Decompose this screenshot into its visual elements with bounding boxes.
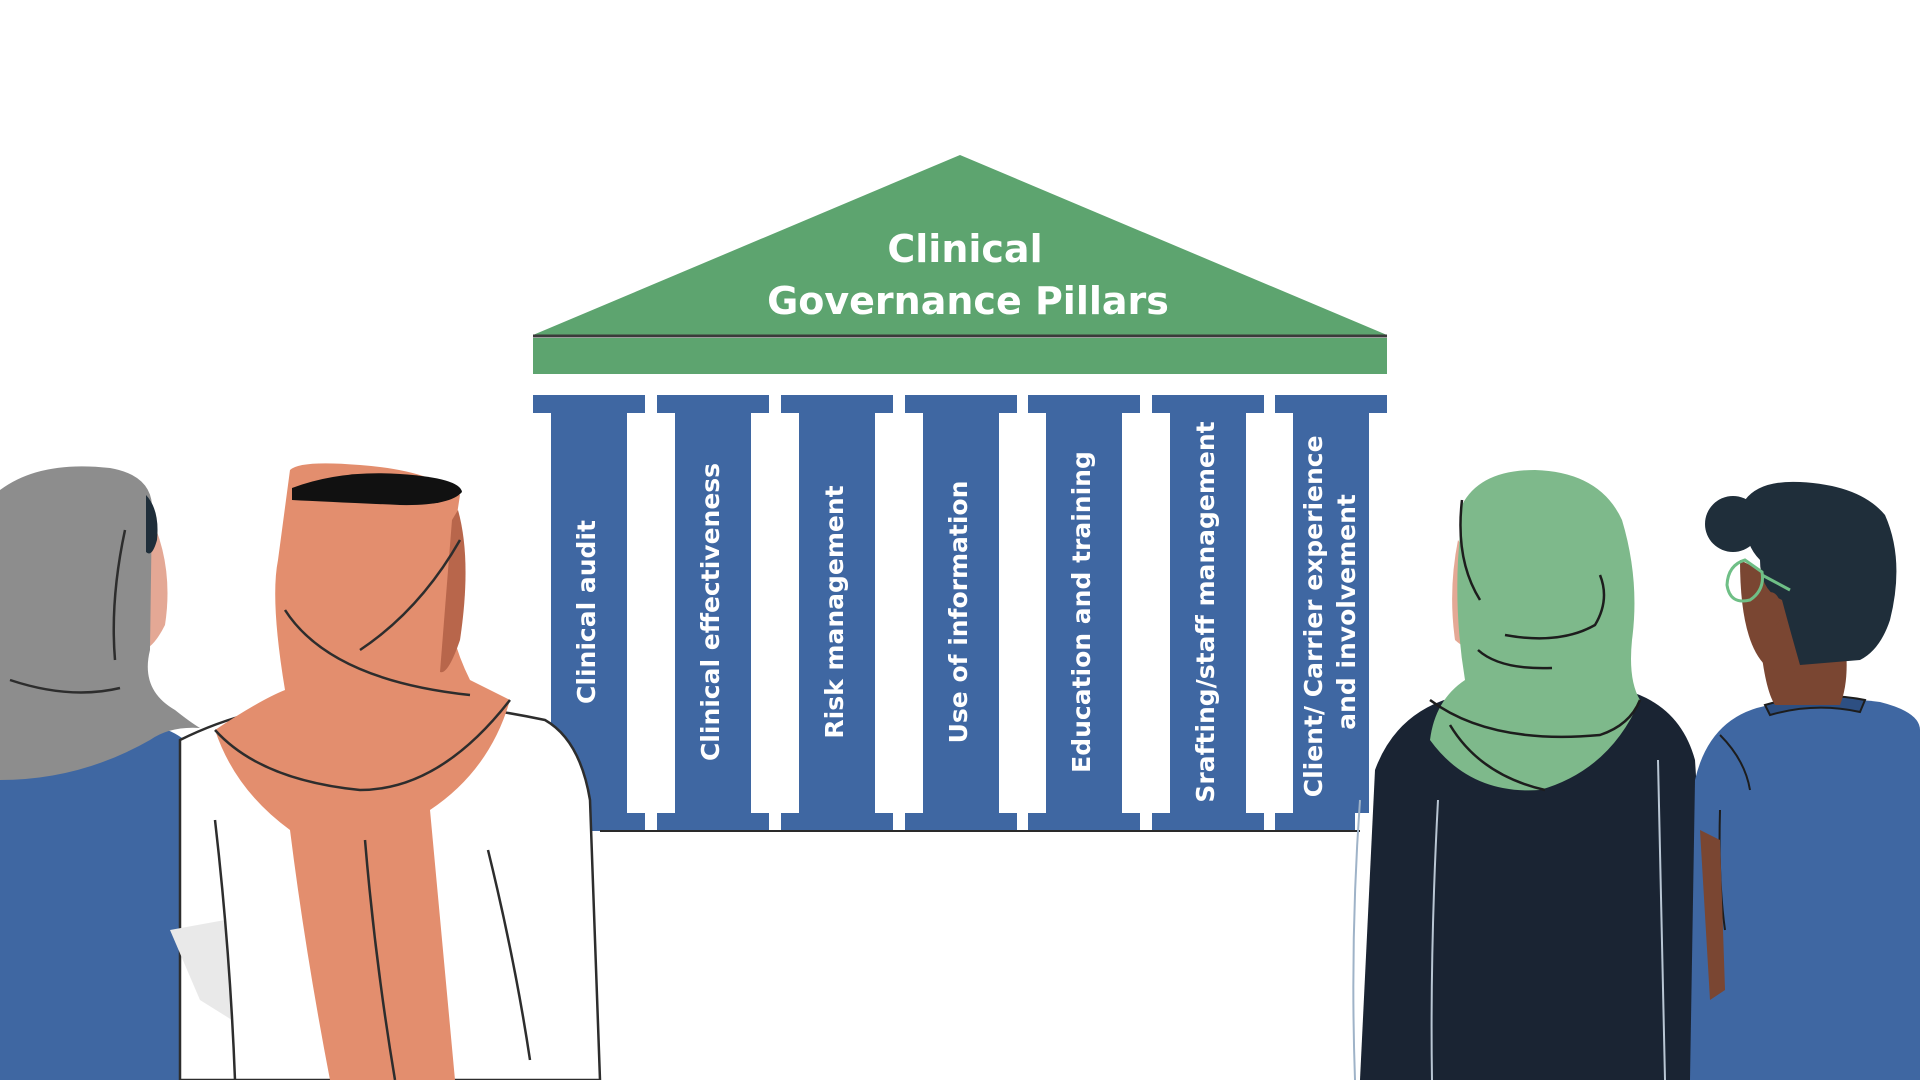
pillar-shaft xyxy=(1293,413,1369,813)
pillar-label-line: Clinical audit xyxy=(572,520,601,704)
pillar-label-line: Risk management xyxy=(820,485,849,738)
face-side xyxy=(440,510,466,673)
temple-roof: Clinical Governance Pillars xyxy=(533,155,1387,374)
roof-pediment xyxy=(533,155,1387,335)
man-glasses-figure xyxy=(1690,481,1920,1080)
hijab-fold xyxy=(9,678,121,694)
pillar-label-client-carrier: Client/ Carrier experience and involveme… xyxy=(1299,427,1361,798)
temple-bases xyxy=(543,813,1360,832)
pillar-capital xyxy=(1275,395,1387,413)
pillar-base xyxy=(1152,813,1264,831)
pillar-labels: Clinical audit Clinical effectiveness Ri… xyxy=(572,421,1361,802)
abaya-fold xyxy=(1657,759,1666,1080)
pillar-capital xyxy=(1152,395,1264,413)
pillar-capital xyxy=(1028,395,1140,413)
hijab-fold xyxy=(112,529,127,661)
pillar-label-education-and-training: Education and training xyxy=(1067,451,1096,773)
hair-bun xyxy=(1705,496,1761,552)
abaya-edge xyxy=(1352,799,1361,1080)
abaya-shape xyxy=(1360,682,1715,1080)
ghutra-fold xyxy=(359,539,462,652)
pillar-label-line: Client/ Carrier experience xyxy=(1299,435,1328,797)
hijab-band xyxy=(146,495,158,554)
pillar-base xyxy=(657,813,769,831)
hijab-fold xyxy=(1459,499,1482,601)
pillar-label-line: Education and training xyxy=(1067,451,1096,773)
agal-band xyxy=(292,473,462,506)
pillar-base xyxy=(781,813,893,831)
title-line-2: Governance Pillars xyxy=(767,279,1169,323)
pillar-capital xyxy=(905,395,1017,413)
ghutra-fold xyxy=(214,699,511,792)
ghutra-fold xyxy=(283,609,471,697)
hijab-fold xyxy=(1448,724,1546,792)
pillar-capital xyxy=(657,395,769,413)
temple-pillars xyxy=(533,395,1387,813)
hair-shape xyxy=(1745,481,1897,665)
woman-grey-hijab-figure xyxy=(0,466,215,1080)
shirt-fold xyxy=(1719,734,1751,791)
pillar-shaft xyxy=(675,413,751,813)
thobe-shadow xyxy=(170,920,232,1020)
pillar-capital xyxy=(533,395,645,413)
pillar-shaft xyxy=(1170,413,1246,813)
pillar-shaft xyxy=(923,413,999,813)
pillar-base xyxy=(1028,813,1140,831)
hijab-shape xyxy=(1430,470,1640,791)
hijab-fold xyxy=(1429,698,1642,739)
man-ghutra-figure xyxy=(170,463,602,1080)
hijab-fold xyxy=(1504,574,1606,640)
woman-green-hijab-figure xyxy=(1352,470,1715,1080)
pillar-label-line: Use of information xyxy=(944,481,973,744)
pillar-label-line: and involvement xyxy=(1332,494,1361,730)
skin-arm xyxy=(1700,830,1725,1000)
thobe-fold xyxy=(486,849,532,1061)
pillar-shaft xyxy=(799,413,875,813)
pillar-label-clinical-effectiveness: Clinical effectiveness xyxy=(696,463,725,761)
shirt-shape xyxy=(1690,699,1920,1080)
ear-shape xyxy=(1762,592,1782,629)
ghutra-fold xyxy=(363,839,397,1080)
pillar-label-staff-management: Srafting/staff management xyxy=(1191,421,1220,802)
pillar-label-use-of-information: Use of information xyxy=(944,481,973,744)
abaya-fold xyxy=(1430,799,1439,1080)
pillar-label-line: Clinical effectiveness xyxy=(696,463,725,761)
hijab-fold xyxy=(1477,649,1553,670)
glasses-icon xyxy=(1725,558,1791,603)
title-line-1: Clinical xyxy=(887,227,1042,271)
pillar-label-risk-management: Risk management xyxy=(820,485,849,738)
pillar-base xyxy=(905,813,1017,831)
pillar-label-line: Srafting/staff management xyxy=(1191,421,1220,802)
pillar-capital xyxy=(781,395,893,413)
thobe-fold xyxy=(213,819,237,1080)
body-shape xyxy=(0,724,215,1080)
pillar-shaft xyxy=(1046,413,1122,813)
pillar-label-clinical-audit: Clinical audit xyxy=(572,520,601,704)
roof-architrave xyxy=(533,338,1387,374)
pillar-base xyxy=(1275,813,1355,831)
